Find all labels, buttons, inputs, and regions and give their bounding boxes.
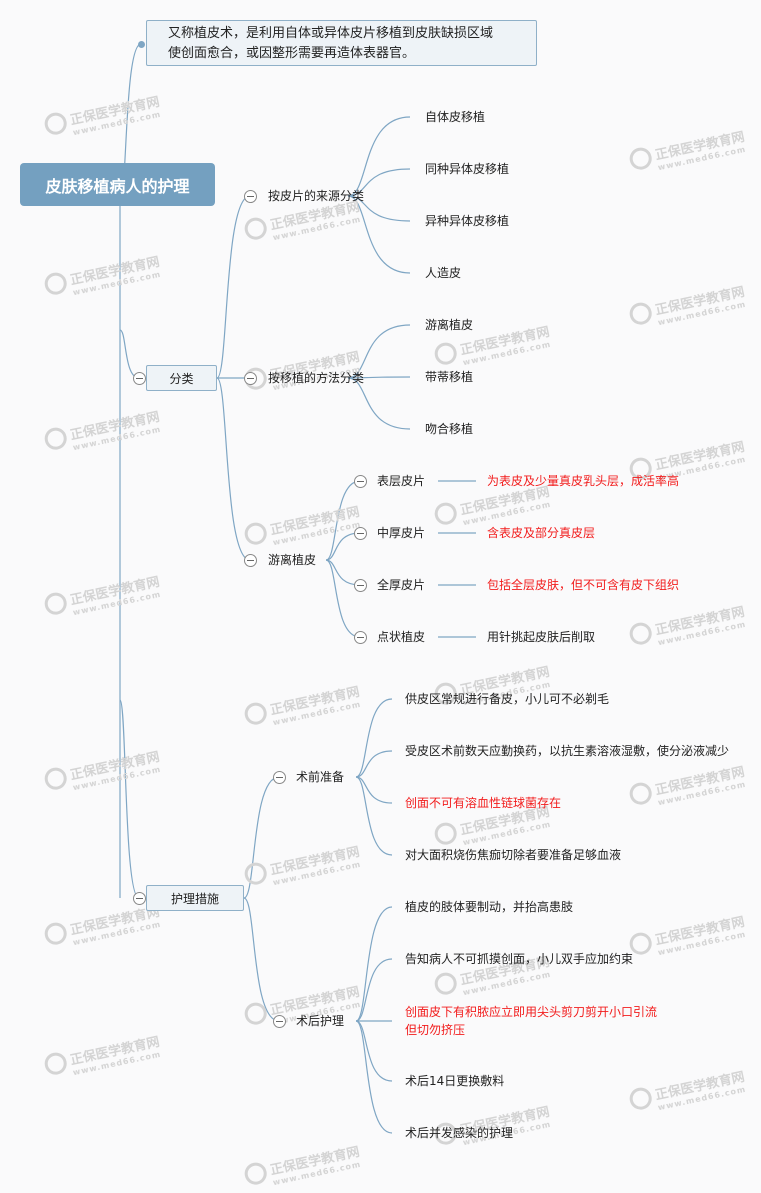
graft-description[interactable]: 为表皮及少量真皮乳头层，成活率高 (487, 474, 680, 488)
definition-box[interactable]: 又称植皮术，是利用自体或异体皮片移植到皮肤缺损区域 使创面愈合，或因整形需要再造… (146, 20, 537, 66)
leaf-node[interactable]: 术后并发感染的护理 (405, 1126, 514, 1140)
connector (243, 776, 280, 899)
leaf-node[interactable]: 术后14日更换敷料 (405, 1074, 505, 1088)
connector (355, 750, 393, 778)
collapse-toggle-icon[interactable] (273, 771, 286, 784)
subtopic-by-method[interactable]: 按移植的方法分类 (268, 371, 365, 385)
connector (347, 195, 411, 222)
graft-description[interactable]: 用针挑起皮肤后削取 (487, 630, 596, 644)
leaf-node[interactable]: 异种异体皮移植 (425, 214, 510, 228)
leaf-node[interactable]: 人造皮 (425, 266, 462, 280)
leaf-node[interactable]: 带蒂移植 (425, 370, 474, 384)
connector (119, 699, 140, 899)
connector (355, 1020, 393, 1134)
connector-dot (138, 41, 145, 48)
connector (355, 958, 393, 1022)
connector (347, 324, 411, 379)
graft-description[interactable]: 含表皮及部分真皮层 (487, 526, 596, 540)
subtopic-postop[interactable]: 术后护理 (296, 1014, 345, 1028)
connector (216, 377, 251, 561)
root-topic[interactable]: 皮肤移植病人的护理 (20, 163, 215, 206)
leaf-node[interactable]: 创面皮下有积脓应立即用尖头剪刀剪开小口引流 (405, 1005, 658, 1019)
leaf-node[interactable]: 游离植皮 (425, 318, 474, 332)
connector (119, 329, 140, 379)
leaf-node[interactable]: 同种异体皮移植 (425, 162, 510, 176)
graft-description[interactable]: 包括全层皮肤，但不可含有皮下组织 (487, 578, 680, 592)
collapse-toggle-icon[interactable] (273, 1015, 286, 1028)
collapse-toggle-icon[interactable] (354, 631, 367, 644)
connector (355, 698, 393, 778)
connector (347, 168, 411, 197)
subtopic-free-graft[interactable]: 游离植皮 (268, 553, 317, 567)
connector (325, 532, 361, 561)
subtopic-preop[interactable]: 术前准备 (296, 770, 345, 784)
collapse-toggle-icon[interactable] (244, 372, 257, 385)
leaf-node-continued[interactable]: 但切勿挤压 (405, 1023, 466, 1037)
connector (355, 1020, 393, 1082)
leaf-node[interactable]: 告知病人不可抓摸创面，小儿双手应加约束 (405, 952, 634, 966)
collapse-toggle-icon[interactable] (244, 190, 257, 203)
leaf-node[interactable]: 植皮的肢体要制动，并抬高患肢 (405, 900, 574, 914)
graft-type[interactable]: 中厚皮片 (377, 526, 426, 540)
collapse-toggle-icon[interactable] (354, 527, 367, 540)
connector (355, 776, 393, 804)
leaf-node[interactable]: 吻合移植 (425, 422, 474, 436)
leaf-node[interactable]: 自体皮移植 (425, 110, 486, 124)
collapse-toggle-icon[interactable] (354, 579, 367, 592)
leaf-node[interactable]: 对大面积烧伤焦痂切除者要准备足够血液 (405, 848, 622, 862)
collapse-toggle-icon[interactable] (133, 372, 146, 385)
topic-classification[interactable]: 分类 (146, 365, 217, 391)
connector (347, 116, 411, 197)
leaf-node[interactable]: 供皮区常规进行备皮，小儿可不必剃毛 (405, 692, 610, 706)
connector-lines (119, 43, 476, 1134)
subtopic-by-source[interactable]: 按皮片的来源分类 (268, 189, 365, 203)
connector (355, 906, 393, 1022)
definition-line: 又称植皮术，是利用自体或异体皮片移植到皮肤缺损区域 (168, 26, 494, 41)
topic-nursing[interactable]: 护理措施 (146, 885, 244, 911)
connector (325, 559, 361, 638)
leaf-node[interactable]: 创面不可有溶血性链球菌存在 (405, 796, 562, 810)
collapse-toggle-icon[interactable] (354, 475, 367, 488)
graft-type[interactable]: 全厚皮片 (377, 578, 426, 592)
collapse-toggle-icon[interactable] (244, 554, 257, 567)
graft-type[interactable]: 点状植皮 (377, 630, 426, 644)
connector (243, 897, 280, 1022)
definition-line: 使创面愈合，或因整形需要再造体表器官。 (168, 46, 416, 61)
connector (347, 376, 411, 379)
connector (325, 480, 361, 561)
connector (355, 776, 393, 856)
graft-type[interactable]: 表层皮片 (377, 474, 426, 488)
collapse-toggle-icon[interactable] (133, 892, 146, 905)
connector (216, 195, 251, 379)
connector (347, 195, 411, 274)
connector (325, 559, 361, 586)
leaf-node[interactable]: 受皮区术前数天应勤换药，以抗生素溶液湿敷，使分泌液减少 (405, 744, 730, 758)
connector (347, 377, 411, 430)
